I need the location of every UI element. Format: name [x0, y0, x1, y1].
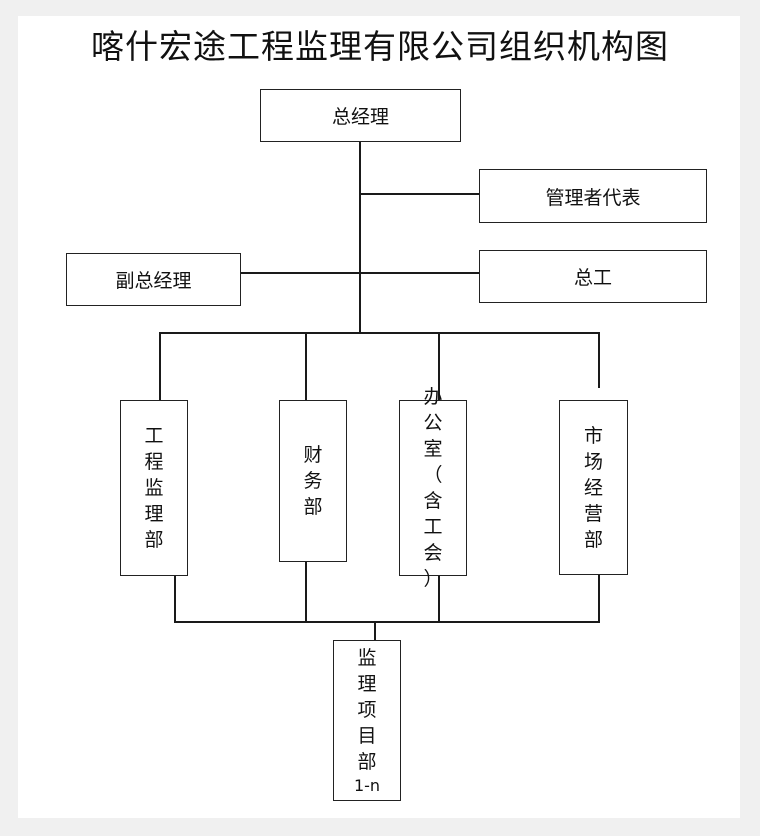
- general-manager-label: 总经理: [331, 106, 389, 128]
- vertical-char: 含: [423, 490, 443, 512]
- eng-supervision-box: 工程监理部: [120, 400, 188, 576]
- chart-title: 喀什宏途工程监理有限公司组织机构图: [91, 27, 669, 66]
- vertical-char: 工: [423, 516, 443, 538]
- marketing-label: 市场经营部: [584, 423, 603, 553]
- vertical-char: 工: [144, 425, 164, 447]
- eng-supervision-label: 工程监理部: [144, 423, 163, 553]
- finance-box: 财务部: [279, 400, 347, 562]
- vertical-char: 理: [144, 503, 164, 525]
- general-manager-box: 总经理: [260, 89, 461, 142]
- connector-up-finance: [305, 561, 307, 622]
- vertical-char: 公: [423, 412, 443, 434]
- vertical-char: 项: [357, 698, 377, 721]
- office-label: 办公室 （ 含工会 ）: [423, 384, 442, 592]
- vertical-char: 场: [583, 450, 603, 473]
- chief-engineer-label: 总工: [573, 267, 612, 289]
- vertical-char: 监: [357, 646, 377, 669]
- chief-engineer-box: 总工: [479, 250, 707, 303]
- vertical-char: 部: [303, 496, 323, 518]
- vertical-char: 室: [423, 438, 443, 460]
- connector-management-rep: [359, 193, 480, 195]
- vertical-char: 部: [357, 750, 377, 773]
- connector-drop-finance: [305, 332, 307, 400]
- connector-project: [374, 621, 376, 641]
- deputy-gm-box: 副总经理: [66, 253, 241, 306]
- connector-drop-eng: [159, 332, 161, 400]
- finance-label: 财务部: [303, 442, 322, 520]
- vertical-char: 理: [357, 672, 377, 695]
- project-dept-box: 监理项目部 1-n: [333, 640, 401, 801]
- project-dept-range: 1-n: [353, 775, 381, 795]
- vertical-char: 营: [583, 502, 603, 525]
- connector-drop-office: [438, 332, 440, 400]
- project-dept-label: 监理项目部: [357, 645, 376, 775]
- marketing-box: 市场经营部: [559, 400, 628, 575]
- vertical-char: 程: [144, 451, 164, 473]
- vertical-char: 务: [303, 470, 323, 492]
- connector-up-eng: [174, 575, 176, 622]
- management-rep-box: 管理者代表: [479, 169, 707, 223]
- vertical-char: 部: [583, 528, 603, 551]
- connector-trunk-main: [359, 142, 361, 332]
- deputy-gm-label: 副总经理: [115, 270, 192, 292]
- vertical-char: 市: [583, 424, 603, 447]
- management-rep-label: 管理者代表: [545, 186, 641, 209]
- vertical-char: 办: [423, 386, 443, 408]
- vertical-char: 目: [357, 724, 377, 747]
- vertical-char: 财: [303, 444, 323, 466]
- vertical-char: ）: [423, 568, 443, 590]
- connector-deputy-chief: [240, 272, 480, 274]
- vertical-char: 部: [144, 529, 164, 551]
- office-box: 办公室 （ 含工会 ）: [399, 386, 467, 590]
- vertical-char: （: [423, 464, 443, 486]
- connector-dept-bus: [160, 332, 600, 334]
- connector-drop-marketing: [598, 332, 600, 388]
- connector-up-marketing: [598, 574, 600, 622]
- vertical-char: 监: [144, 477, 164, 499]
- connector-up-office: [438, 575, 440, 622]
- vertical-char: 会: [423, 542, 443, 564]
- vertical-char: 经: [583, 476, 603, 499]
- connector-bottom-bus: [174, 621, 600, 623]
